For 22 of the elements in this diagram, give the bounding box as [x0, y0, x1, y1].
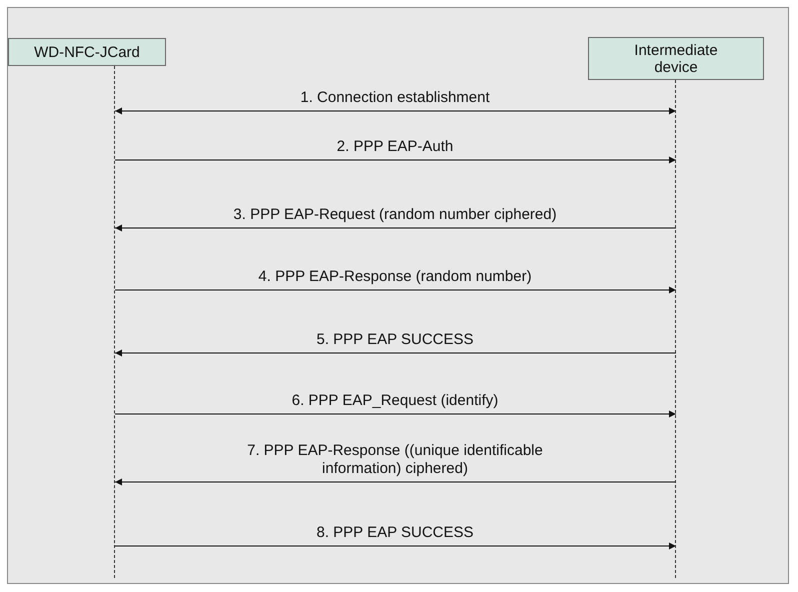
- message-label: 3. PPP EAP-Request (random number ciphered): [232, 206, 558, 224]
- participant-box: [8, 38, 166, 66]
- message-arrow: [114, 156, 676, 164]
- participant-name: WD-NFC-JCard: [34, 44, 140, 60]
- participant-name: Intermediate device: [633, 42, 719, 76]
- message-label: 6. PPP EAP_Request (identify): [290, 392, 500, 410]
- participant-box: [588, 37, 764, 80]
- message-label: 8. PPP EAP SUCCESS: [315, 524, 475, 542]
- lifeline: [114, 66, 117, 578]
- message-label: 2. PPP EAP-Auth: [336, 138, 454, 156]
- message-label: 4. PPP EAP-Response (random number): [257, 268, 533, 286]
- message-label: 5. PPP EAP SUCCESS: [315, 331, 475, 349]
- message-label: 7. PPP EAP-Response ((unique identificable information) ciphered): [246, 442, 544, 478]
- message-arrow: [114, 350, 676, 356]
- message-arrow: [114, 224, 676, 232]
- message-arrow: [114, 542, 676, 550]
- message-arrow: [114, 410, 676, 418]
- message-arrow: [114, 108, 676, 114]
- message-label: 1. Connection establishment: [299, 89, 491, 107]
- message-arrow: [114, 286, 676, 294]
- lifeline: [675, 80, 678, 578]
- message-arrow: [114, 478, 676, 486]
